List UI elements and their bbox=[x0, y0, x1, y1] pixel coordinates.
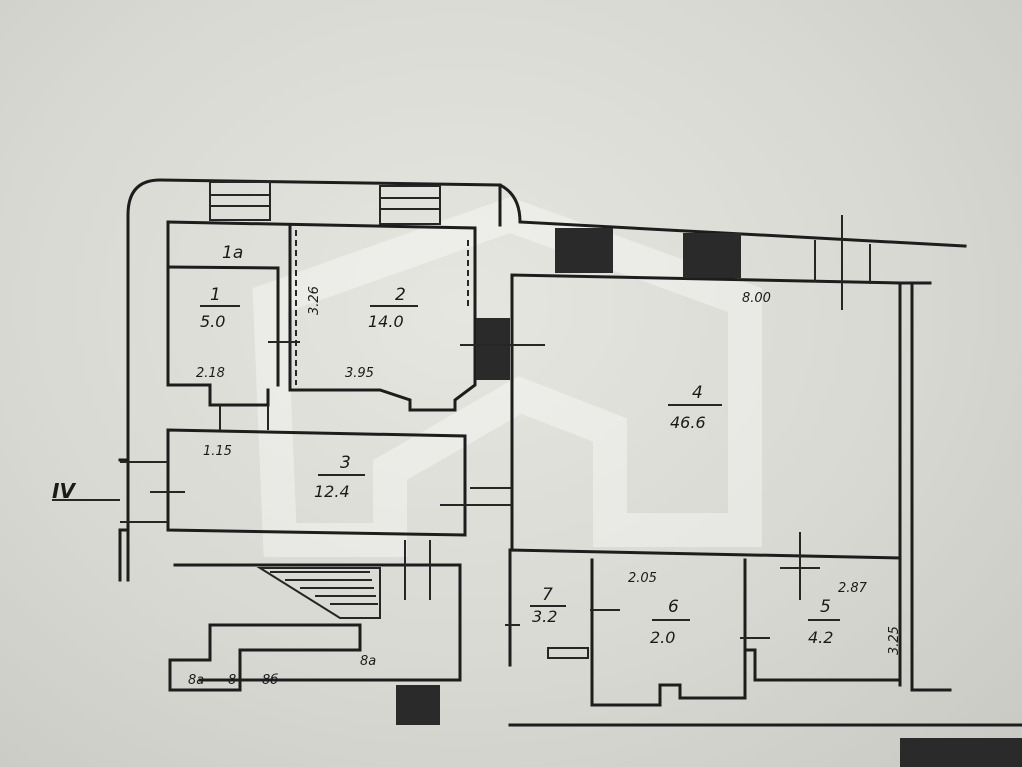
inner-walls bbox=[120, 220, 545, 537]
room-5-number: 5 bbox=[820, 597, 831, 617]
annex-label-1: 8a bbox=[188, 673, 204, 688]
room-7-number: 7 bbox=[542, 585, 553, 605]
lower-rooms bbox=[505, 532, 902, 707]
watermark-logo bbox=[252, 196, 762, 557]
dim-395: 3.95 bbox=[345, 366, 374, 381]
room-1-area: 5.0 bbox=[200, 312, 225, 331]
dim-205: 2.05 bbox=[628, 571, 657, 586]
misc-labels: IV 8a 8a 8 8б bbox=[52, 479, 376, 688]
stairs bbox=[168, 540, 1022, 767]
annex-label-2: 8 bbox=[228, 673, 236, 688]
dim-287: 2.87 bbox=[838, 581, 868, 596]
room-4-number: 4 bbox=[692, 383, 703, 403]
room-6-number: 6 bbox=[668, 597, 679, 617]
room-1a-label: 1a bbox=[222, 243, 243, 263]
dim-800: 8.00 bbox=[742, 291, 771, 306]
room-2-number: 2 bbox=[395, 285, 406, 305]
room-7-area: 3.2 bbox=[532, 607, 557, 626]
dim-326: 3.26 bbox=[307, 286, 322, 315]
windows bbox=[209, 181, 871, 310]
dim-218: 2.18 bbox=[196, 366, 225, 381]
room-3-area: 12.4 bbox=[314, 482, 350, 501]
room-3-number: 3 bbox=[340, 453, 351, 473]
annex-label-3: 8б bbox=[262, 673, 278, 688]
room-6-area: 2.0 bbox=[650, 628, 675, 647]
room-4-area: 46.6 bbox=[670, 413, 706, 432]
dim-325: 3.25 bbox=[887, 626, 902, 655]
dim-115: 1.15 bbox=[203, 444, 232, 459]
stair-label: 8a bbox=[360, 654, 376, 669]
outer-walls bbox=[118, 178, 967, 692]
room-5-area: 4.2 bbox=[808, 628, 833, 647]
room-labels: 1a 1 5.0 2 14.0 3 12.4 4 46.6 5 4.2 6 2.… bbox=[200, 243, 840, 647]
room-1-number: 1 bbox=[210, 285, 221, 305]
room-2-area: 14.0 bbox=[368, 312, 404, 331]
dimension-labels: 3.26 2.18 3.95 8.00 1.15 2.05 2.87 3.25 bbox=[196, 286, 902, 655]
